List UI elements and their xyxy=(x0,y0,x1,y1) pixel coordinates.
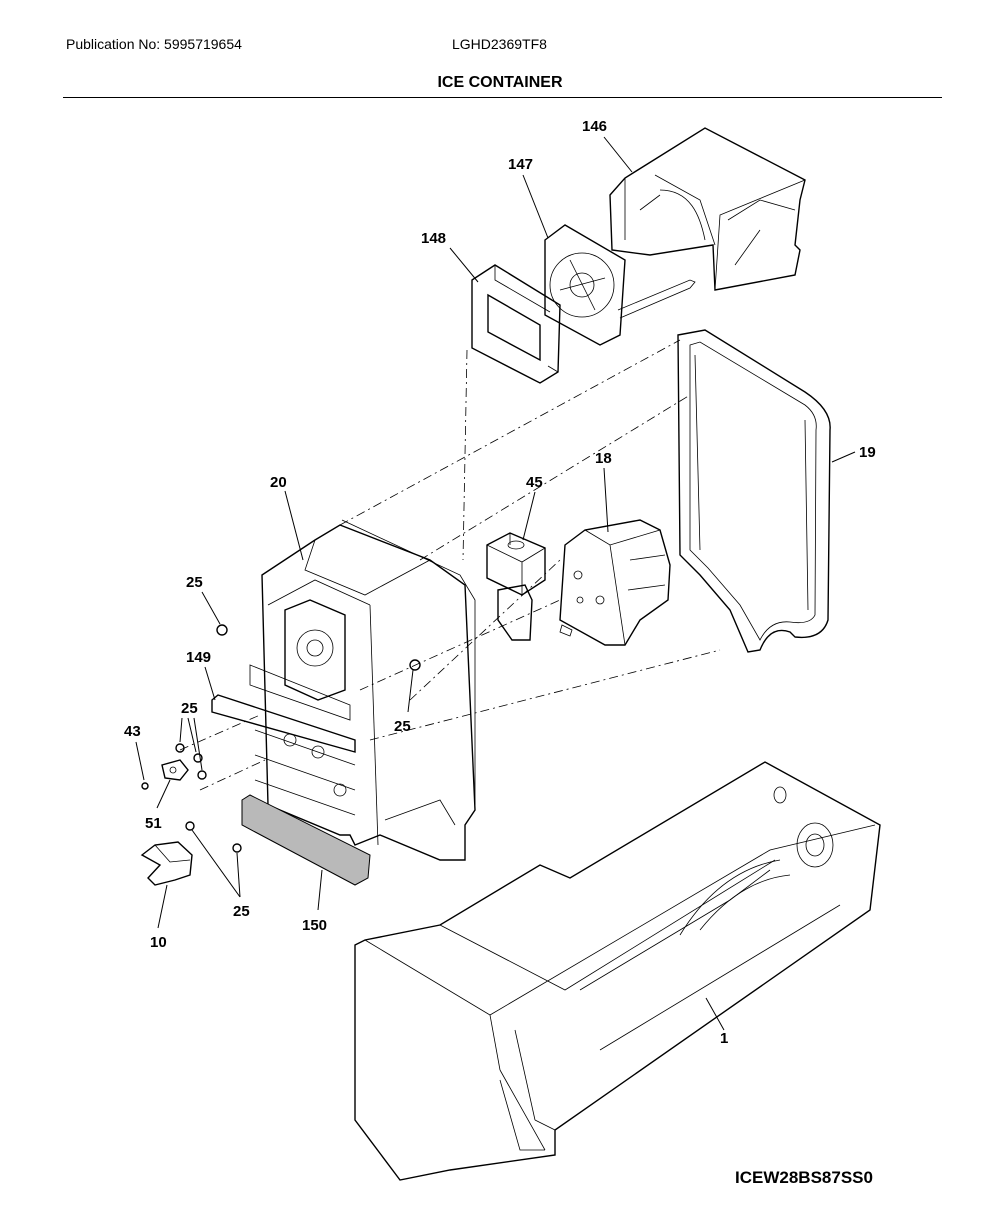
part-18-auger-motor[interactable] xyxy=(559,519,671,646)
diagram-code: ICEW28BS87SS0 xyxy=(735,1168,873,1187)
part-148-fan-shroud[interactable] xyxy=(471,264,561,384)
callout-18[interactable]: 18 xyxy=(595,450,612,467)
callout-148[interactable]: 148 xyxy=(421,230,446,247)
alignment-lines xyxy=(179,339,721,791)
leader-lines xyxy=(135,136,856,1031)
callout-1[interactable]: 1 xyxy=(720,1030,728,1047)
callout-45[interactable]: 45 xyxy=(526,474,543,491)
callout-20[interactable]: 20 xyxy=(270,474,287,491)
publication-number: Publication No: 5995719654 xyxy=(66,36,242,52)
screws xyxy=(141,624,421,853)
part-1-ice-bucket[interactable] xyxy=(354,761,881,1181)
part-149-bracket[interactable] xyxy=(211,694,356,753)
page-title: ICE CONTAINER xyxy=(437,74,563,91)
callout-19[interactable]: 19 xyxy=(859,444,876,461)
callout-147[interactable]: 147 xyxy=(508,156,533,173)
part-146-air-duct[interactable] xyxy=(609,127,806,291)
part-45-solenoid[interactable] xyxy=(486,532,546,641)
callout-149[interactable]: 149 xyxy=(186,649,211,666)
callout-25-bottom[interactable]: 25 xyxy=(233,903,250,920)
part-10-cap[interactable] xyxy=(140,841,193,886)
callout-51[interactable]: 51 xyxy=(145,815,162,832)
callout-43[interactable]: 43 xyxy=(124,723,141,740)
callout-146[interactable]: 146 xyxy=(582,118,607,135)
header-divider xyxy=(63,97,942,98)
callout-25-right[interactable]: 25 xyxy=(394,718,411,735)
callout-25-top[interactable]: 25 xyxy=(186,574,203,591)
callout-10[interactable]: 10 xyxy=(150,934,167,951)
model-number: LGHD2369TF8 xyxy=(452,36,547,52)
part-19-gasket[interactable] xyxy=(677,329,831,653)
part-51-clip[interactable] xyxy=(161,759,189,781)
part-150-foam-strip[interactable] xyxy=(241,794,371,886)
part-147-fan-motor[interactable] xyxy=(544,224,696,346)
callout-150[interactable]: 150 xyxy=(302,917,327,934)
callout-25-cluster[interactable]: 25 xyxy=(181,700,198,717)
callouts: 146 147 148 19 18 45 20 25 149 25 43 25 … xyxy=(124,118,876,1047)
part-20-housing[interactable] xyxy=(249,519,476,861)
